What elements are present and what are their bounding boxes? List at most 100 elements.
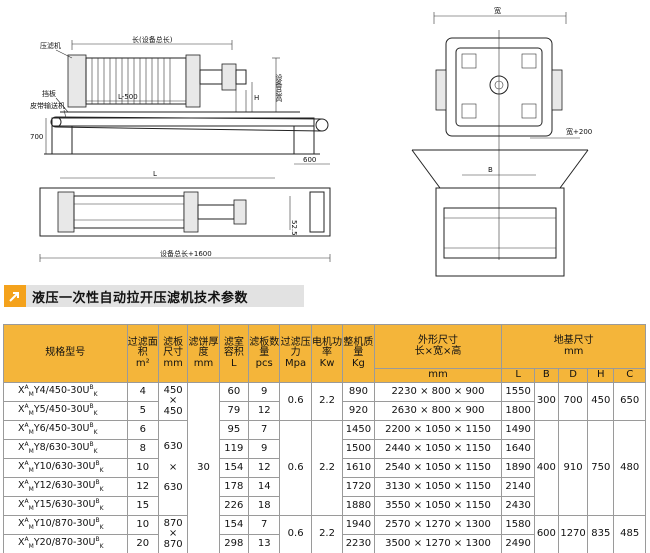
label-length-total: 长(设备总长) xyxy=(132,35,173,44)
outline-cell: 2540 × 1050 × 1150 xyxy=(373,458,503,478)
pressure-cell: 0.6 xyxy=(279,382,312,421)
label-H: H xyxy=(254,94,259,102)
header-model: 规格型号 xyxy=(3,324,128,383)
label-belt-conveyor: 皮带输送机 xyxy=(30,101,65,110)
model-cell: XAMY5/450-30UBK xyxy=(3,401,128,421)
model-cell: XAMY6/450-30UBK xyxy=(3,420,128,440)
model-cell: XAMY12/630-30UBK xyxy=(3,477,128,497)
outline-cell: 2200 × 1050 × 1150 xyxy=(373,420,503,440)
plates-cell: 13 xyxy=(247,534,281,553)
label-L-500: L-500 xyxy=(118,93,138,101)
D-cell: 700 xyxy=(557,382,589,421)
area-cell: 6 xyxy=(126,420,159,440)
outline-cell: 3130 × 1050 × 1150 xyxy=(373,477,503,497)
plate-size-cell: 870×870 xyxy=(157,515,189,553)
weight-cell: 1720 xyxy=(342,477,375,497)
table-row: XAMY20/870-30UBK 20 298 13 2230 3500 × 1… xyxy=(3,534,646,553)
volume-cell: 154 xyxy=(218,515,250,535)
pressure-cell: 0.6 xyxy=(279,420,312,516)
label-600: 600 xyxy=(303,156,316,164)
weight-cell: 2230 xyxy=(342,534,375,553)
weight-cell: 920 xyxy=(342,401,375,421)
plates-cell: 12 xyxy=(247,458,281,478)
table-row: XAMY5/450-30UBK 5 79 12 920 2630 × 800 ×… xyxy=(3,401,646,421)
label-baffle: 挡板 xyxy=(42,89,56,98)
B-cell: 600 xyxy=(533,515,559,553)
plate-size-cell: 630×630 xyxy=(157,420,189,516)
volume-cell: 154 xyxy=(218,458,250,478)
label-width-plus: 宽+200 xyxy=(566,127,592,136)
outline-cell: 2230 × 800 × 900 xyxy=(373,382,503,402)
section-title-bar: 液压一次性自动拉开压滤机技术参数 xyxy=(4,285,304,307)
engineering-drawing: 长(设备总长) L-500 H 设备总高 xyxy=(30,6,592,277)
label-L: L xyxy=(153,170,157,178)
L-cell: 1800 xyxy=(501,401,535,421)
arrow-icon xyxy=(4,285,26,307)
label-52-5: 52.5 xyxy=(290,220,298,236)
plates-cell: 9 xyxy=(247,382,281,402)
L-cell: 2490 xyxy=(501,534,535,553)
D-cell: 910 xyxy=(557,420,589,516)
model-cell: XAMY15/630-30UBK xyxy=(3,496,128,516)
volume-cell: 178 xyxy=(218,477,250,497)
weight-cell: 1940 xyxy=(342,515,375,535)
L-cell: 1640 xyxy=(501,439,535,459)
table-row: XAMY8/630-30UBK 8 119 9 1500 2440 × 1050… xyxy=(3,439,646,459)
side-view: 宽 宽+200 B xyxy=(411,6,592,277)
label-700: 700 xyxy=(30,133,43,141)
plate-size-cell: 450×450 xyxy=(157,382,189,421)
L-cell: 1580 xyxy=(501,515,535,535)
model-cell: XAMY10/630-30UBK xyxy=(3,458,128,478)
weight-cell: 1500 xyxy=(342,439,375,459)
plates-cell: 9 xyxy=(247,439,281,459)
header-H: H xyxy=(587,368,615,383)
power-cell: 2.2 xyxy=(310,382,344,421)
D-cell: 1270 xyxy=(557,515,589,553)
outline-cell: 2570 × 1270 × 1300 xyxy=(373,515,503,535)
volume-cell: 298 xyxy=(218,534,250,553)
L-cell: 2430 xyxy=(501,496,535,516)
plates-cell: 7 xyxy=(247,515,281,535)
H-cell: 750 xyxy=(587,420,615,516)
filter-plates xyxy=(91,58,171,104)
C-cell: 650 xyxy=(613,382,646,421)
model-cell: XAMY8/630-30UBK xyxy=(3,439,128,459)
H-cell: 450 xyxy=(587,382,615,421)
volume-cell: 95 xyxy=(218,420,250,440)
plates-cell: 7 xyxy=(247,420,281,440)
model-cell: XAMY10/870-30UBK xyxy=(3,515,128,535)
area-cell: 20 xyxy=(126,534,159,553)
weight-cell: 1880 xyxy=(342,496,375,516)
L-cell: 1550 xyxy=(501,382,535,402)
plates-cell: 12 xyxy=(247,401,281,421)
table-row: XAMY10/870-30UBK 10 870×870 154 7 0.6 2.… xyxy=(3,515,646,553)
outline-cell: 3500 × 1270 × 1300 xyxy=(373,534,503,553)
table-row: XAMY6/450-30UBK 6 630×630 95 7 0.6 2.2 1… xyxy=(3,420,646,516)
label-equip-height: 设备总高 xyxy=(275,73,283,103)
outline-cell: 3550 × 1050 × 1150 xyxy=(373,496,503,516)
section-title: 液压一次性自动拉开压滤机技术参数 xyxy=(32,290,249,306)
power-cell: 2.2 xyxy=(310,515,344,553)
header-L: L xyxy=(501,368,535,383)
area-cell: 12 xyxy=(126,477,159,497)
label-B: B xyxy=(488,166,493,174)
outline-cell: 2630 × 800 × 900 xyxy=(373,401,503,421)
front-view: 长(设备总长) L-500 H 设备总高 xyxy=(30,35,330,165)
area-cell: 4 xyxy=(126,382,159,402)
C-cell: 480 xyxy=(613,420,646,516)
L-cell: 1490 xyxy=(501,420,535,440)
header-C: C xyxy=(613,368,646,383)
label-width: 宽 xyxy=(494,6,501,15)
C-cell: 485 xyxy=(613,515,646,553)
header-D: D xyxy=(557,368,589,383)
B-cell: 400 xyxy=(533,420,559,516)
weight-cell: 890 xyxy=(342,382,375,402)
table-row: XAMY4/450-30UBK 4 450×450 30 60 9 0.6 2.… xyxy=(3,382,646,553)
